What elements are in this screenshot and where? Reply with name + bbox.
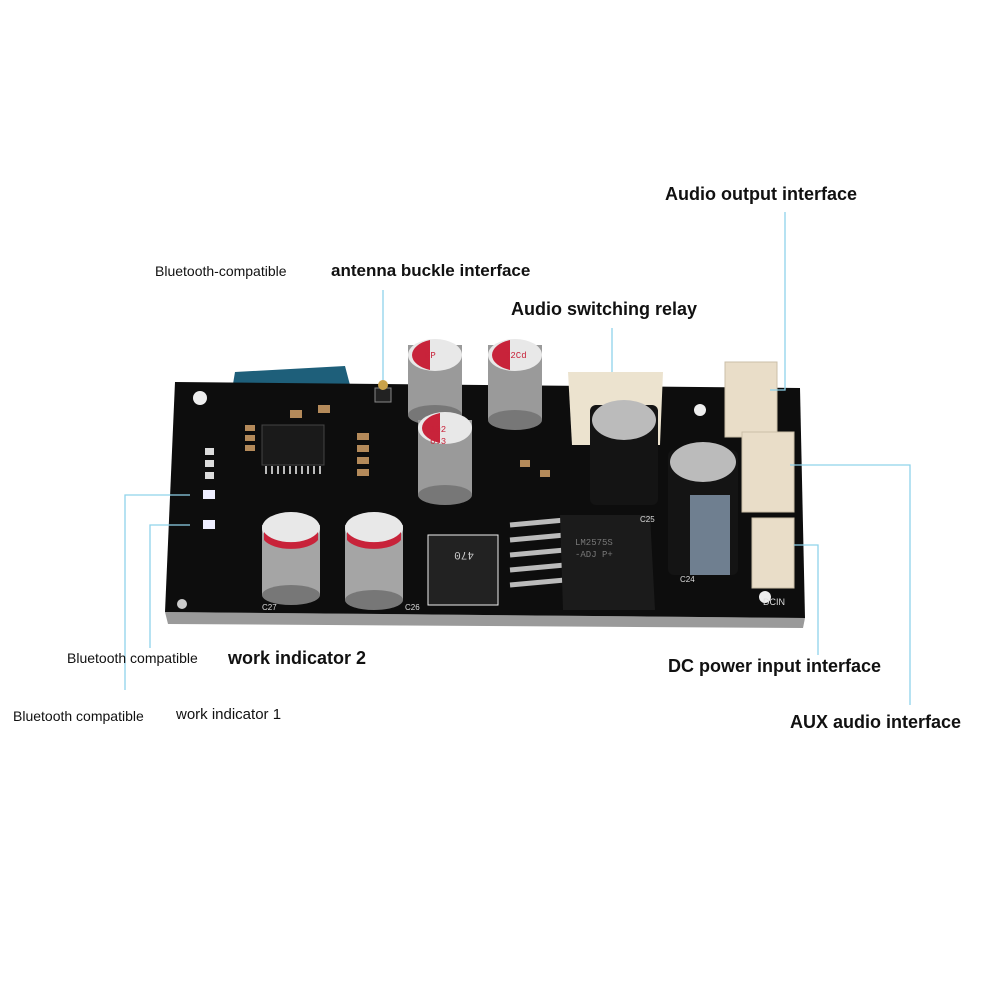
- mounting-hole: [694, 404, 706, 416]
- mounting-hole: [177, 599, 187, 609]
- svg-text:DCIN: DCIN: [763, 597, 785, 607]
- led-indicator-1: [203, 490, 215, 499]
- svg-text:LM2575S: LM2575S: [575, 538, 613, 548]
- led-indicator-2: [203, 520, 215, 529]
- label-dc-power-input-interface: DC power input interface: [668, 656, 882, 676]
- label-audio-output-interface: Audio output interface: [665, 184, 857, 204]
- aux-connector: [741, 431, 795, 513]
- mounting-hole: [193, 391, 207, 405]
- label-antenna-buckle-interface: antenna buckle interface: [331, 261, 531, 280]
- inductor: [427, 534, 499, 606]
- label-indicator2-prefix: Bluetooth compatible: [67, 650, 198, 666]
- svg-text:C24: C24: [680, 575, 695, 584]
- capacitors: [262, 339, 542, 610]
- leader-lines: [124, 212, 911, 705]
- label-aux-audio-interface: AUX audio interface: [790, 712, 962, 732]
- label-work-indicator-2: work indicator 2: [228, 648, 367, 668]
- svg-text:C26: C26: [405, 603, 420, 612]
- label-antenna-prefix: Bluetooth-compatible: [155, 263, 287, 279]
- label-audio-switching-relay: Audio switching relay: [511, 299, 698, 319]
- board-edge: [165, 612, 805, 628]
- antenna-connector: [378, 380, 388, 390]
- svg-text:C27: C27: [262, 603, 277, 612]
- main-ic: [261, 424, 325, 466]
- svg-text:-ADJ P+: -ADJ P+: [575, 550, 613, 560]
- audio-output-connector: [724, 361, 778, 438]
- label-indicator1-prefix: Bluetooth compatible: [13, 708, 144, 724]
- svg-text:FP: FP: [425, 351, 436, 361]
- svg-text:470: 470: [454, 548, 474, 560]
- voltage-regulator: [560, 515, 655, 610]
- label-work-indicator-1: work indicator 1: [176, 706, 282, 723]
- mounting-hole: [759, 591, 771, 603]
- svg-text:6.3: 6.3: [430, 437, 446, 447]
- svg-text:72Cd: 72Cd: [505, 351, 527, 361]
- svg-text:102: 102: [430, 425, 446, 435]
- svg-text:C25: C25: [640, 515, 655, 524]
- dc-input-connector: [751, 517, 795, 589]
